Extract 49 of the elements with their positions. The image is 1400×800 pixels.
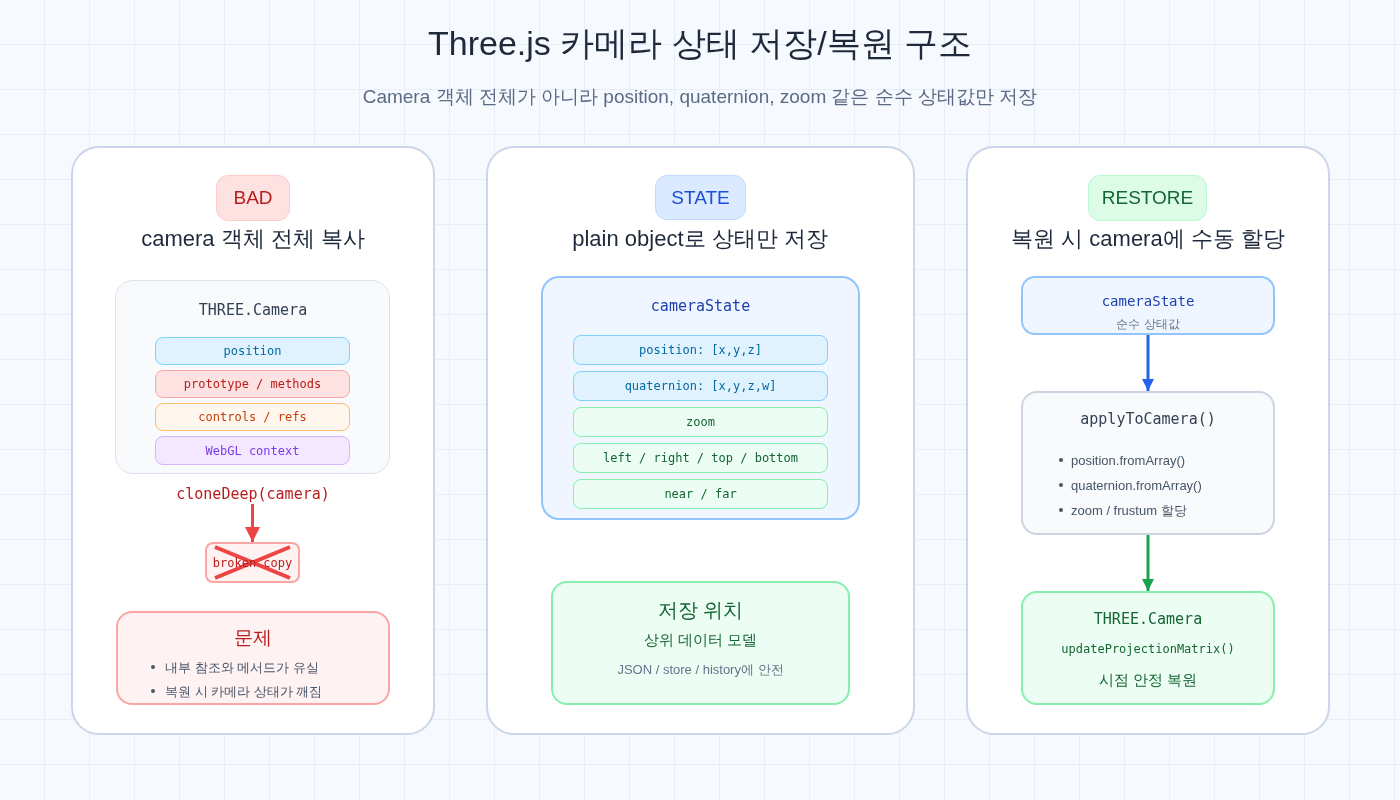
function-card [1021, 391, 1275, 535]
card-note: 순수 상태값 [1116, 316, 1180, 332]
bullet-text: quaternion.fromArray() [1071, 476, 1202, 494]
page-title: Three.js 카메라 상태 저장/복원 구조 [427, 23, 973, 64]
arrow [1142, 335, 1154, 391]
card-note: 시점 안정 복원 [1098, 670, 1198, 690]
problem-card [116, 611, 390, 705]
status-badge: RESTORE [1088, 175, 1207, 221]
field-row: near / far [573, 479, 828, 509]
card-note: JSON / store / history에 안전 [617, 660, 784, 678]
card-heading: 저장 위치 [657, 598, 744, 623]
status-badge: STATE [655, 175, 746, 220]
property-row: prototype / methods [155, 370, 350, 398]
bullet-text: 내부 참조와 메서드가 유실 [165, 658, 319, 676]
arrow [1142, 535, 1154, 591]
panel-heading: plain object로 상태만 저장 [572, 224, 828, 253]
panel-heading: camera 객체 전체 복사 [141, 224, 365, 253]
object-name: cameraState [650, 296, 751, 316]
field-row: quaternion: [x,y,z,w] [573, 371, 828, 401]
function-name: applyToCamera() [1080, 409, 1216, 429]
field-row: zoom [573, 407, 828, 437]
property-row: position [155, 337, 350, 365]
field-row: left / right / top / bottom [573, 443, 828, 473]
card-heading: 문제 [234, 625, 272, 650]
object-name: cameraState [1101, 292, 1195, 310]
object-name: THREE.Camera [198, 300, 308, 320]
panel-card [486, 146, 915, 735]
property-row: controls / refs [155, 403, 350, 431]
panel-card [966, 146, 1330, 735]
panel-heading: 복원 시 camera에 수동 할당 [1011, 224, 1285, 253]
function-call-label: cloneDeep(camera) [176, 484, 330, 504]
arrow [245, 504, 260, 542]
status-badge: BAD [216, 175, 290, 221]
bullet-text: position.fromArray() [1071, 451, 1186, 469]
property-row: WebGL context [155, 436, 350, 465]
bullet-text: zoom / frustum 할당 [1071, 501, 1187, 519]
card-subheading: 상위 데이터 모델 [643, 630, 758, 650]
method-call: updateProjectionMatrix() [1061, 641, 1235, 657]
object-card [1021, 591, 1275, 705]
panel-card [71, 146, 435, 735]
subtitle: Camera 객체 전체가 아니라 position, quaternion, zoom 같은 순수 상태값만 저장 [362, 84, 1038, 109]
field-row: position: [x,y,z] [573, 335, 828, 365]
object-name: THREE.Camera [1093, 609, 1203, 629]
crossed-out-box [205, 542, 300, 583]
object-card [115, 280, 390, 474]
state-card [541, 276, 860, 520]
state-card [1021, 276, 1275, 335]
storage-card [551, 581, 850, 705]
bullet-text: 복원 시 카메라 상태가 깨짐 [165, 682, 323, 700]
